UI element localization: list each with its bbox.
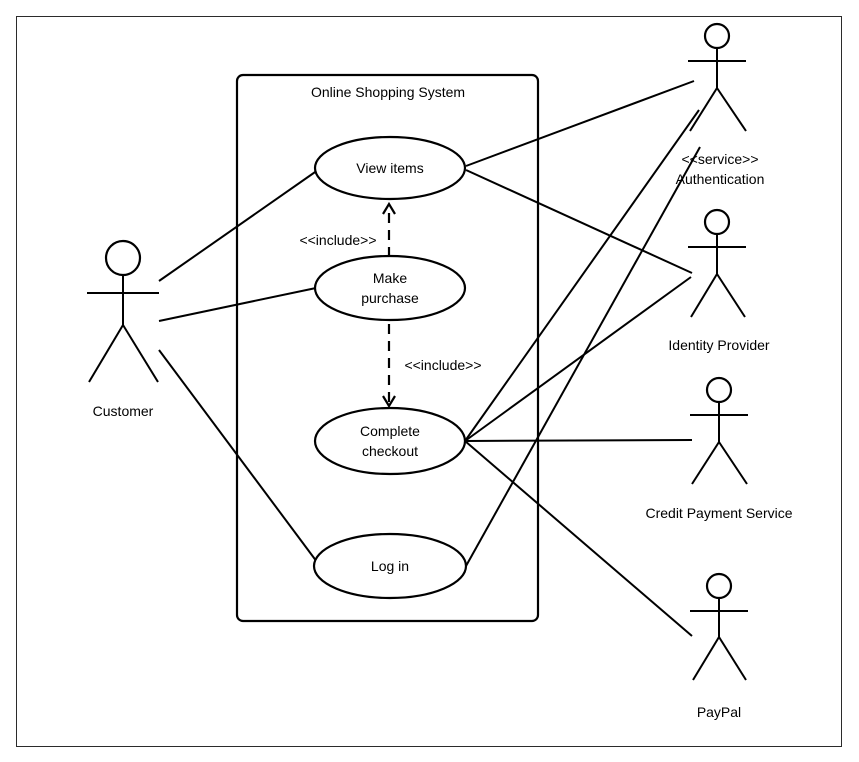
assoc-customer-make-purchase [158,287,317,322]
actor-label-identity-provider: Identity Provider [668,337,769,353]
actor-paypal: PayPal [690,572,748,720]
assoc-customer-view-items [158,169,319,282]
system-boundary [235,73,540,623]
use-case-log-in: Log in [312,532,468,600]
assoc-log-in-authentication [465,146,701,567]
actor-customer: Customer [87,239,159,419]
svg-text:View items: View items [356,160,423,176]
use-case-make-purchase: Make purchase [313,254,467,322]
associations [158,80,701,637]
assoc-checkout-authentication-a [464,109,700,442]
actor-label-customer: Customer [93,403,154,419]
svg-text:Log in: Log in [371,558,409,574]
include-label-2: <<include>> [404,357,481,373]
svg-text:checkout: checkout [362,443,418,459]
assoc-checkout-credit-payment [464,439,693,442]
assoc-customer-log-in [158,349,321,567]
assoc-view-items-authentication [465,80,695,167]
stick-figure-icon [87,239,159,383]
actor-identity-provider: Identity Provider [668,208,770,353]
svg-text:Make: Make [373,270,407,286]
actor-stereotype-authentication: <<service>> [681,151,758,167]
svg-text:purchase: purchase [361,290,419,306]
system-title: Online Shopping System [311,84,465,100]
actor-label-paypal: PayPal [697,704,741,720]
actor-authentication: <<service>> Authentication [676,22,765,187]
assoc-checkout-identity-provider [464,276,692,442]
use-case-view-items: View items [313,135,467,201]
stick-figure-icon [690,572,748,681]
actor-label-authentication: Authentication [676,171,765,187]
stick-figure-icon [690,376,748,485]
actor-label-credit-payment-service: Credit Payment Service [645,505,792,521]
actor-credit-payment-service: Credit Payment Service [645,376,793,521]
svg-text:Complete: Complete [360,423,420,439]
stick-figure-icon [688,208,746,318]
use-case-complete-checkout: Complete checkout [313,406,467,476]
include-label-1: <<include>> [299,232,376,248]
assoc-checkout-paypal [464,440,693,637]
stick-figure-icon [688,22,747,132]
assoc-view-items-identity-provider [465,169,693,274]
